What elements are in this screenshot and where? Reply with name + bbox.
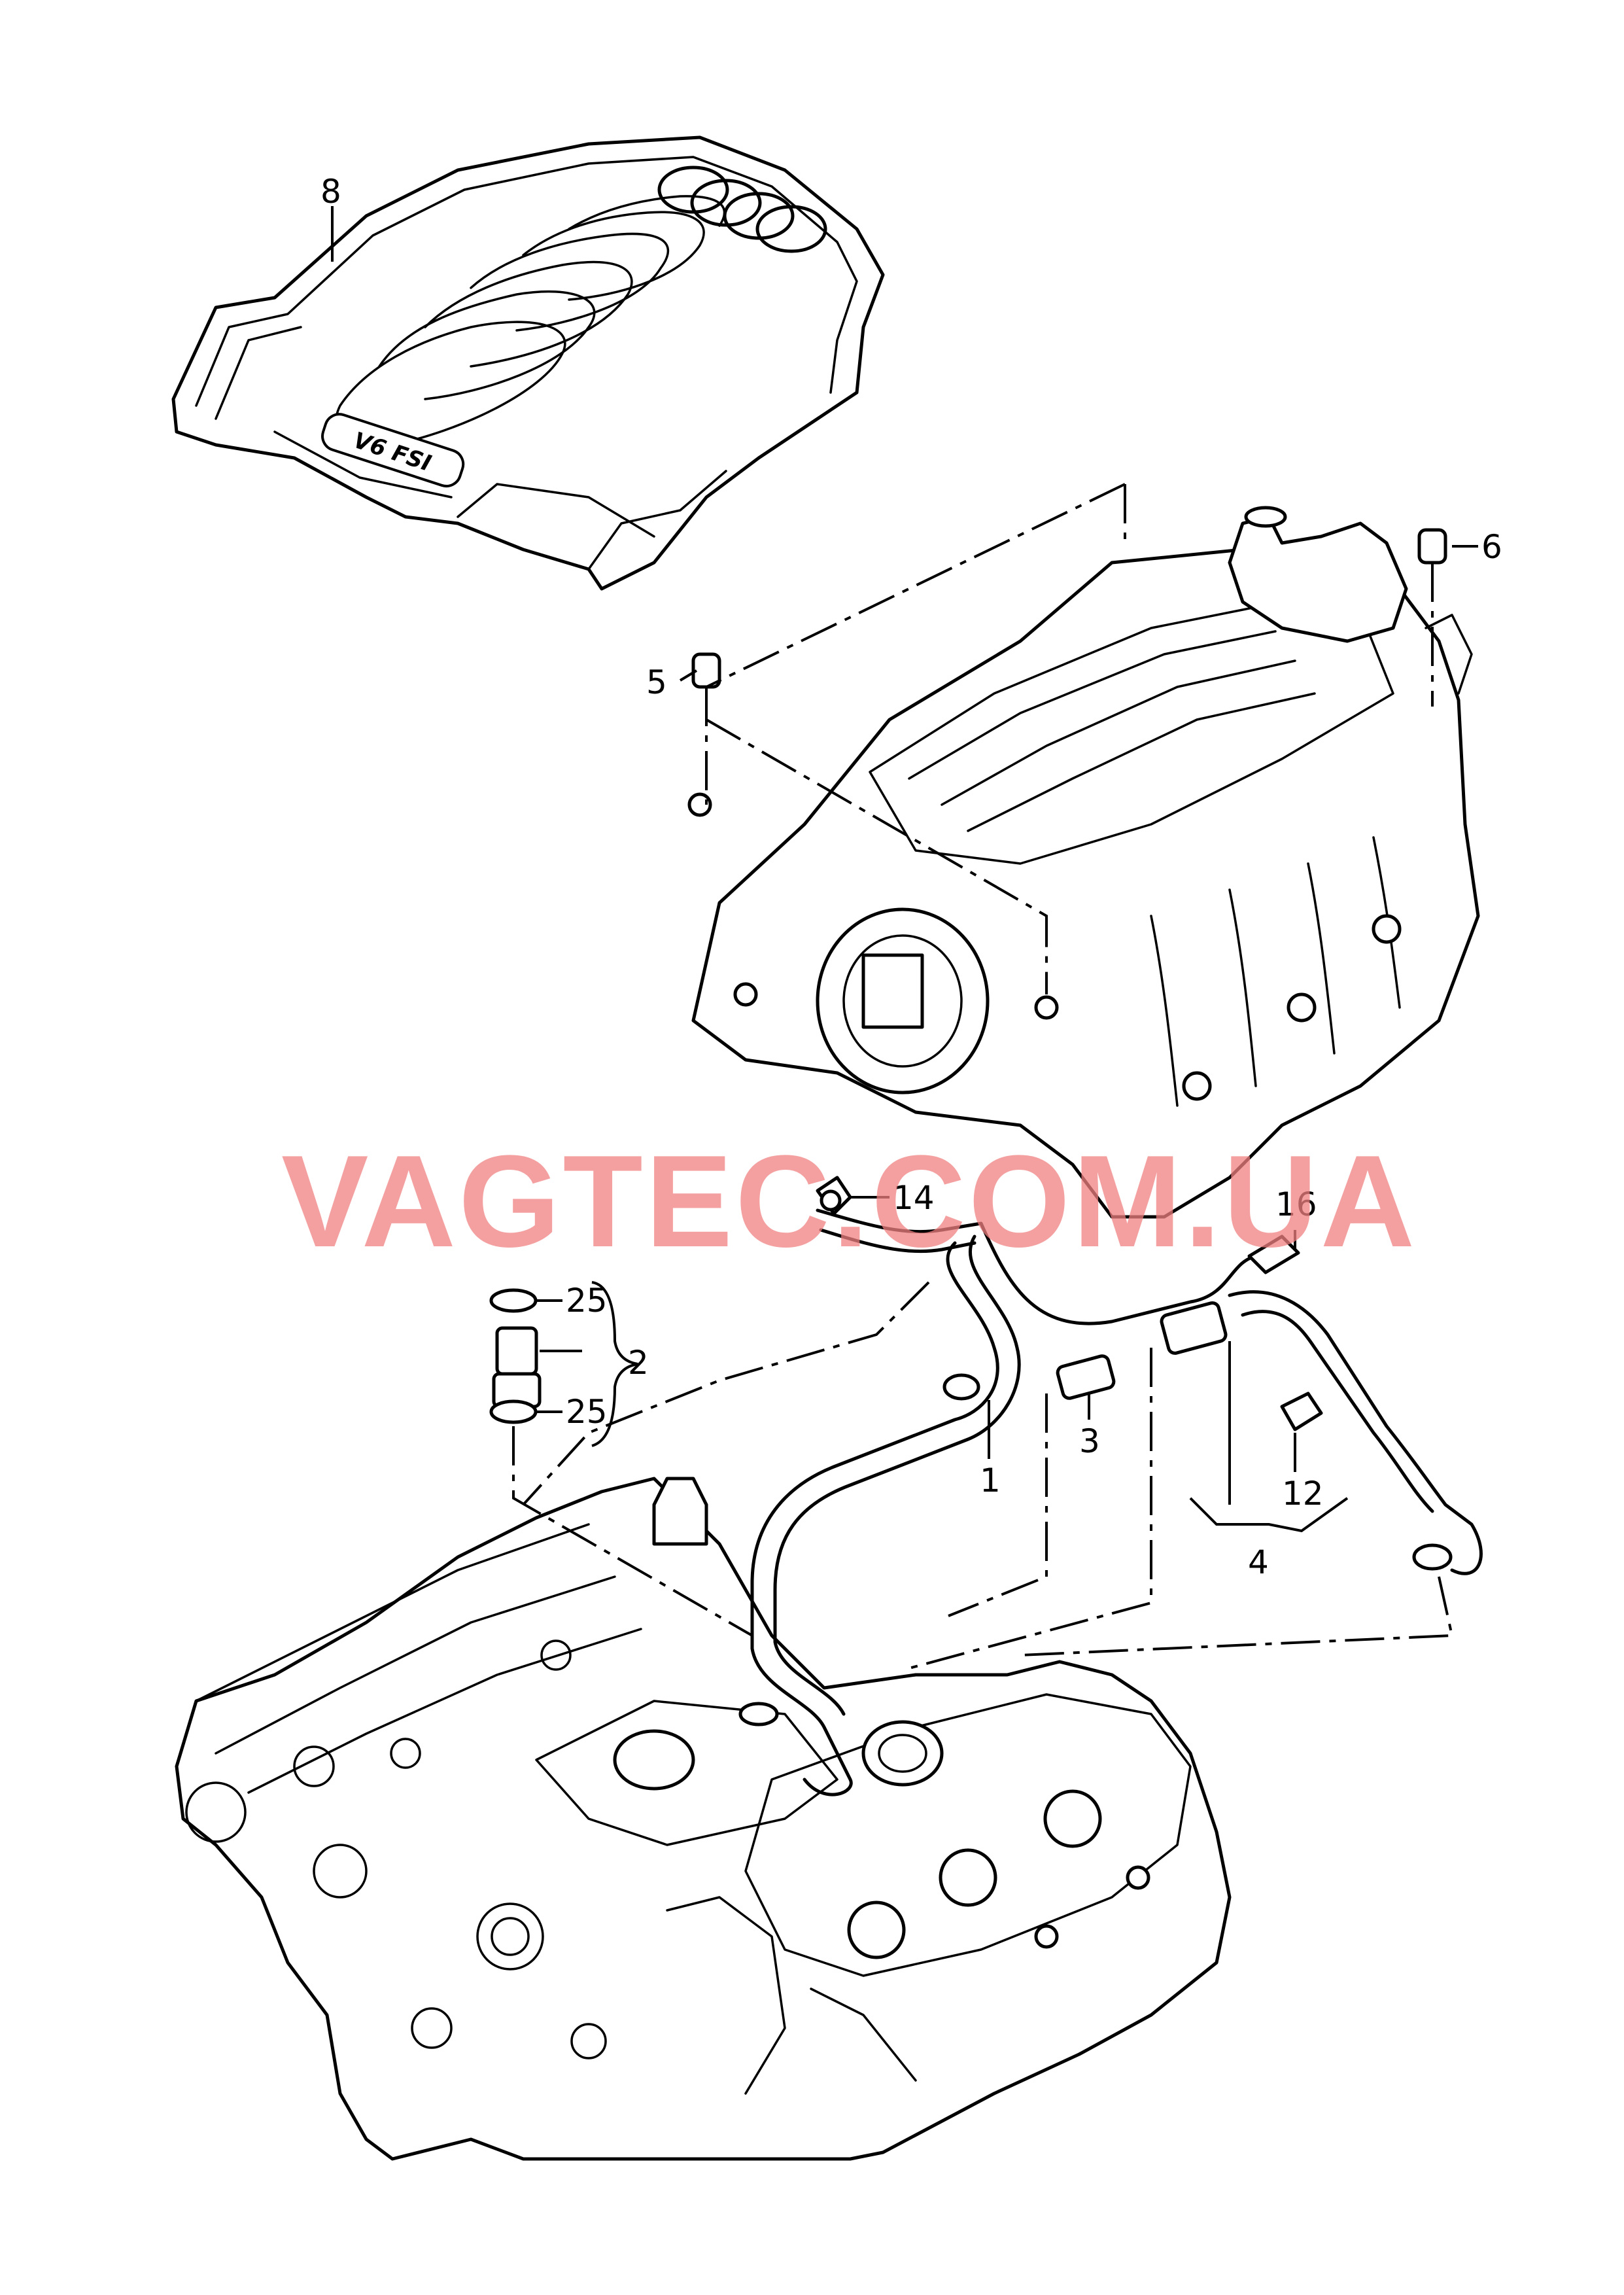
callout-25-bottom: 25 xyxy=(566,1393,608,1431)
callout-25-top: 25 xyxy=(566,1282,608,1320)
leader-lines xyxy=(331,206,1478,1533)
fitting-part-2 xyxy=(489,1288,542,1424)
intake-manifold xyxy=(687,506,1480,1219)
callout-12: 12 xyxy=(1282,1475,1324,1513)
callouts: 8 5 6 14 16 25 2 25 1 3 12 4 xyxy=(320,173,1502,1581)
assembly-lines xyxy=(512,483,1454,1670)
callout-6: 6 xyxy=(1481,528,1502,566)
callout-1: 1 xyxy=(980,1462,1001,1499)
callout-2: 2 xyxy=(628,1344,649,1382)
callout-8: 8 xyxy=(320,173,341,211)
engine-cover: V6 FSI xyxy=(171,135,885,591)
callout-14: 14 xyxy=(893,1179,935,1217)
callout-5: 5 xyxy=(646,663,667,701)
engine-block xyxy=(175,1477,1232,2161)
callout-4: 4 xyxy=(1248,1543,1269,1581)
callout-16: 16 xyxy=(1275,1185,1317,1223)
watermark: VAGTEC.COM.UA xyxy=(281,1129,1417,1274)
hoses xyxy=(750,1176,1483,1796)
rings-logo xyxy=(657,166,827,253)
grommet-part-6 xyxy=(1417,528,1447,565)
callout-3: 3 xyxy=(1079,1422,1100,1460)
